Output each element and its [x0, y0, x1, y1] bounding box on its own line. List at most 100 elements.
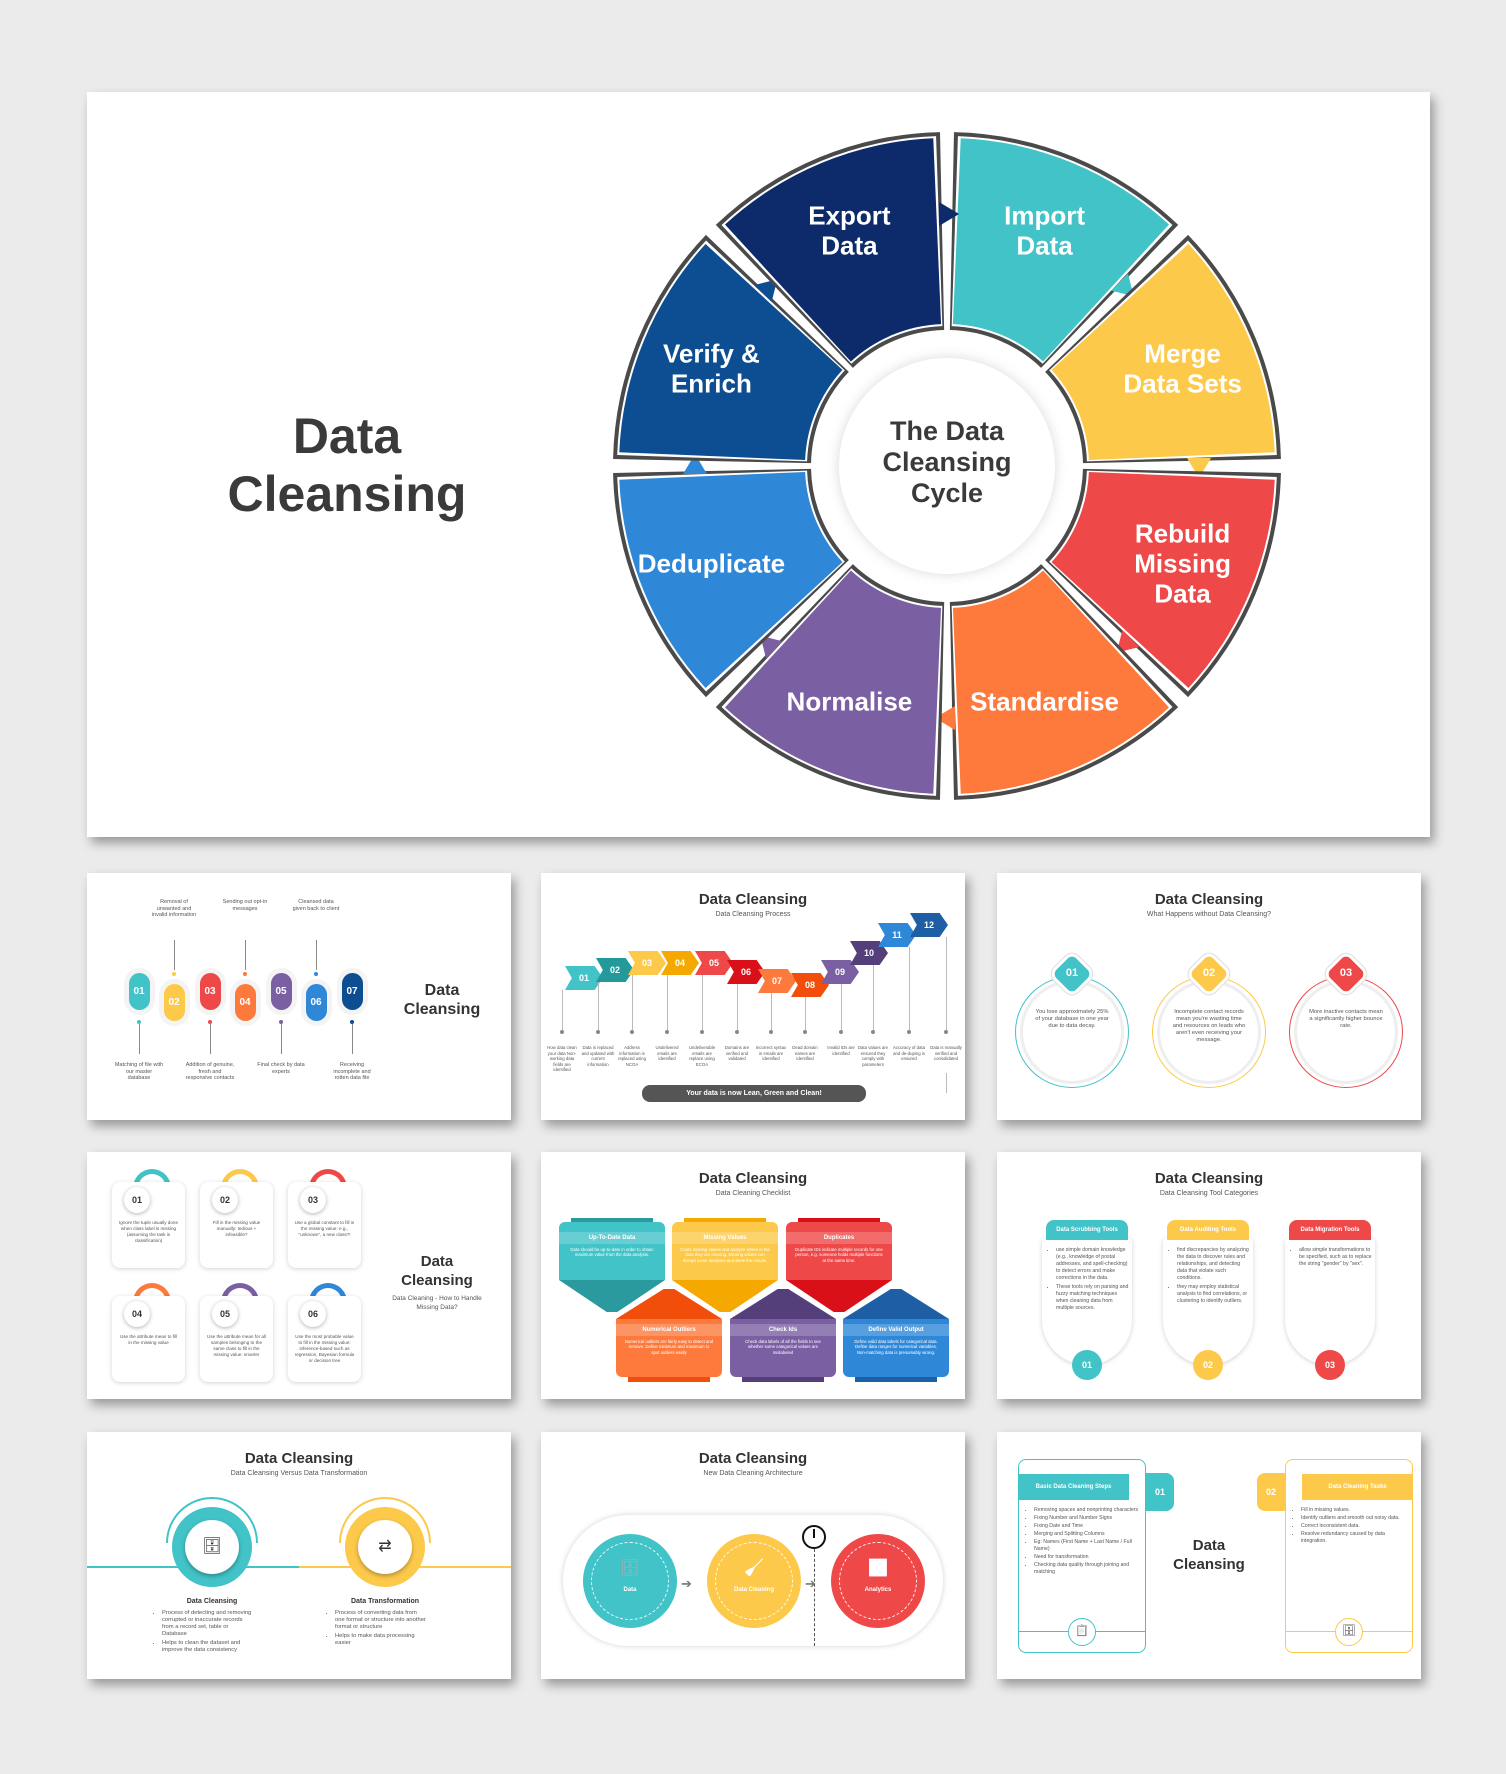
hex-body: [730, 1319, 836, 1377]
tool-card: [1163, 1238, 1253, 1365]
segment-label: Data Sets: [1123, 368, 1242, 398]
bullet-item: Fixing Date and Time: [1034, 1523, 1141, 1530]
flow-arrow-icon: [1187, 458, 1211, 478]
item-text: You lose approximately 25% of your datab…: [1035, 1009, 1109, 1029]
slide-subtitle: Data Cleansing Tool Categories: [1159, 1190, 1259, 1197]
connector-line: [841, 984, 842, 1031]
bullet-item: These tools rely on parsing and fuzzy ma…: [1056, 1284, 1130, 1312]
hex-body: [786, 1222, 892, 1280]
connector-dot: [735, 1030, 739, 1034]
hex-heading: Numerical Outliers: [642, 1327, 696, 1333]
number-circle: 05: [212, 1301, 238, 1327]
step-text: Undelivered emails are identified: [655, 1045, 679, 1062]
divider-dashed: [814, 1549, 815, 1646]
hex-head-band: [616, 1324, 722, 1336]
dashed-ring: [715, 1542, 793, 1620]
hex-text: Count missing values and analyze where i…: [680, 1247, 770, 1263]
tool-header: Data Migration Tools: [1289, 1220, 1371, 1240]
thumbnail-cleaning-steps[interactable]: Basic Data Cleaning Steps01Removing spac…: [997, 1432, 1421, 1679]
step-text: Final check by data experts: [257, 1062, 305, 1075]
hex-heading: Duplicates: [823, 1235, 855, 1241]
connector-line: [702, 975, 703, 1031]
hex-body: [616, 1319, 722, 1377]
center-circle: [839, 358, 1055, 574]
tool-card: [1285, 1238, 1375, 1365]
slide-subtitle: New Data Cleaning Architecture: [703, 1470, 803, 1477]
step-text: Receiving incomplete and rotten data fil…: [333, 1062, 371, 1081]
bullet-item: they may employ statistical analysis to …: [1177, 1284, 1251, 1305]
segment-deduplicate: [619, 471, 843, 689]
bullet-item: Fill in missing values.: [1301, 1507, 1408, 1514]
step-text: Undeliverable emails are replace using E…: [688, 1045, 716, 1067]
segment-label: Normalise: [787, 687, 913, 717]
connector-line: [873, 965, 874, 1031]
step-text: Accuracy of data and de-duping is ensure…: [892, 1045, 925, 1062]
center-title: The Data: [890, 416, 1005, 446]
banner-connector: [946, 1073, 947, 1093]
bullet-item: Removing spaces and nonprinting characte…: [1034, 1507, 1141, 1514]
step-text: Dead domain names are identified: [792, 1045, 818, 1062]
color-arc: [133, 1169, 171, 1188]
hex-heading: Check Ids: [768, 1327, 798, 1333]
connector-line: [174, 940, 175, 970]
hex-text: Check data labels of all the fields to s…: [745, 1339, 821, 1355]
bullet-item: Helps to clean the dataset and improve t…: [162, 1640, 254, 1654]
flow-arrow-icon: [760, 635, 783, 659]
tool-bullets: find discrepancies by analyzing the data…: [1169, 1247, 1251, 1307]
item-heading: Data Transformation: [350, 1598, 420, 1605]
title-line: Cleansing: [227, 466, 467, 522]
title-line: Data: [292, 408, 402, 464]
step-text: Domains are verified and validated: [724, 1045, 750, 1062]
connector-line: [281, 1024, 282, 1054]
step-text: Addition of genuine, fresh and responsiv…: [185, 1062, 235, 1081]
bullet-item: Eg: Names (First Name + Last Name / Full…: [1034, 1539, 1141, 1553]
slide-subtitle: Data Cleaning Checklist: [715, 1190, 791, 1197]
connector-dot: [871, 1030, 875, 1034]
connector-dot: [803, 1030, 807, 1034]
number-circle: 03: [1315, 1350, 1345, 1380]
hex-head-band: [786, 1232, 892, 1244]
connector-dot: [665, 1030, 669, 1034]
hex-body: [672, 1222, 778, 1280]
item-text: More inactive contacts mean a significan…: [1309, 1009, 1383, 1029]
segment-label: Deduplicate: [638, 549, 785, 579]
step-text: Address information is replaced using NC…: [618, 1045, 646, 1067]
segment-label: Enrich: [671, 368, 752, 398]
item-heading: Data Cleansing: [186, 1598, 238, 1605]
hex-text: Data should be up-to-date in order to ob…: [570, 1247, 654, 1258]
item-bullets: Process of detecting and removing corrup…: [154, 1610, 254, 1656]
hex-top-bar: [798, 1218, 880, 1223]
segment-label: Merge: [1144, 338, 1221, 368]
color-arc: [309, 1169, 347, 1188]
number-circle: 02: [212, 1187, 238, 1213]
database-broom-icon: 🧹: [744, 1560, 764, 1577]
connector-dot: [279, 1020, 283, 1024]
process-step: 06: [727, 960, 765, 984]
number-circle: 01: [124, 1187, 150, 1213]
method-text: Use the most probable value to fill in t…: [294, 1334, 355, 1363]
step-pill: 05: [270, 973, 292, 1010]
step-text: Matching of file with our master databas…: [114, 1062, 164, 1081]
white-circle: [358, 1520, 412, 1574]
number-tab: 02: [1257, 1473, 1285, 1511]
hex-bottom-bar: [628, 1377, 710, 1382]
connector-dot: [350, 1020, 354, 1024]
step-pill: 07: [341, 973, 363, 1010]
number-tab: 01: [1146, 1473, 1174, 1511]
step-text: Invalid IDs are identified: [827, 1045, 855, 1056]
hex-text: Numerical outliers are fairly easy to de…: [624, 1339, 714, 1355]
bullet-item: Fixing Number and Number Signs: [1034, 1515, 1141, 1522]
center-title: Cycle: [911, 478, 983, 508]
step-pill: 01: [128, 973, 150, 1010]
process-step: 11: [878, 923, 916, 947]
bullet-item: Identify outliers and smooth out noisy d…: [1301, 1515, 1408, 1522]
